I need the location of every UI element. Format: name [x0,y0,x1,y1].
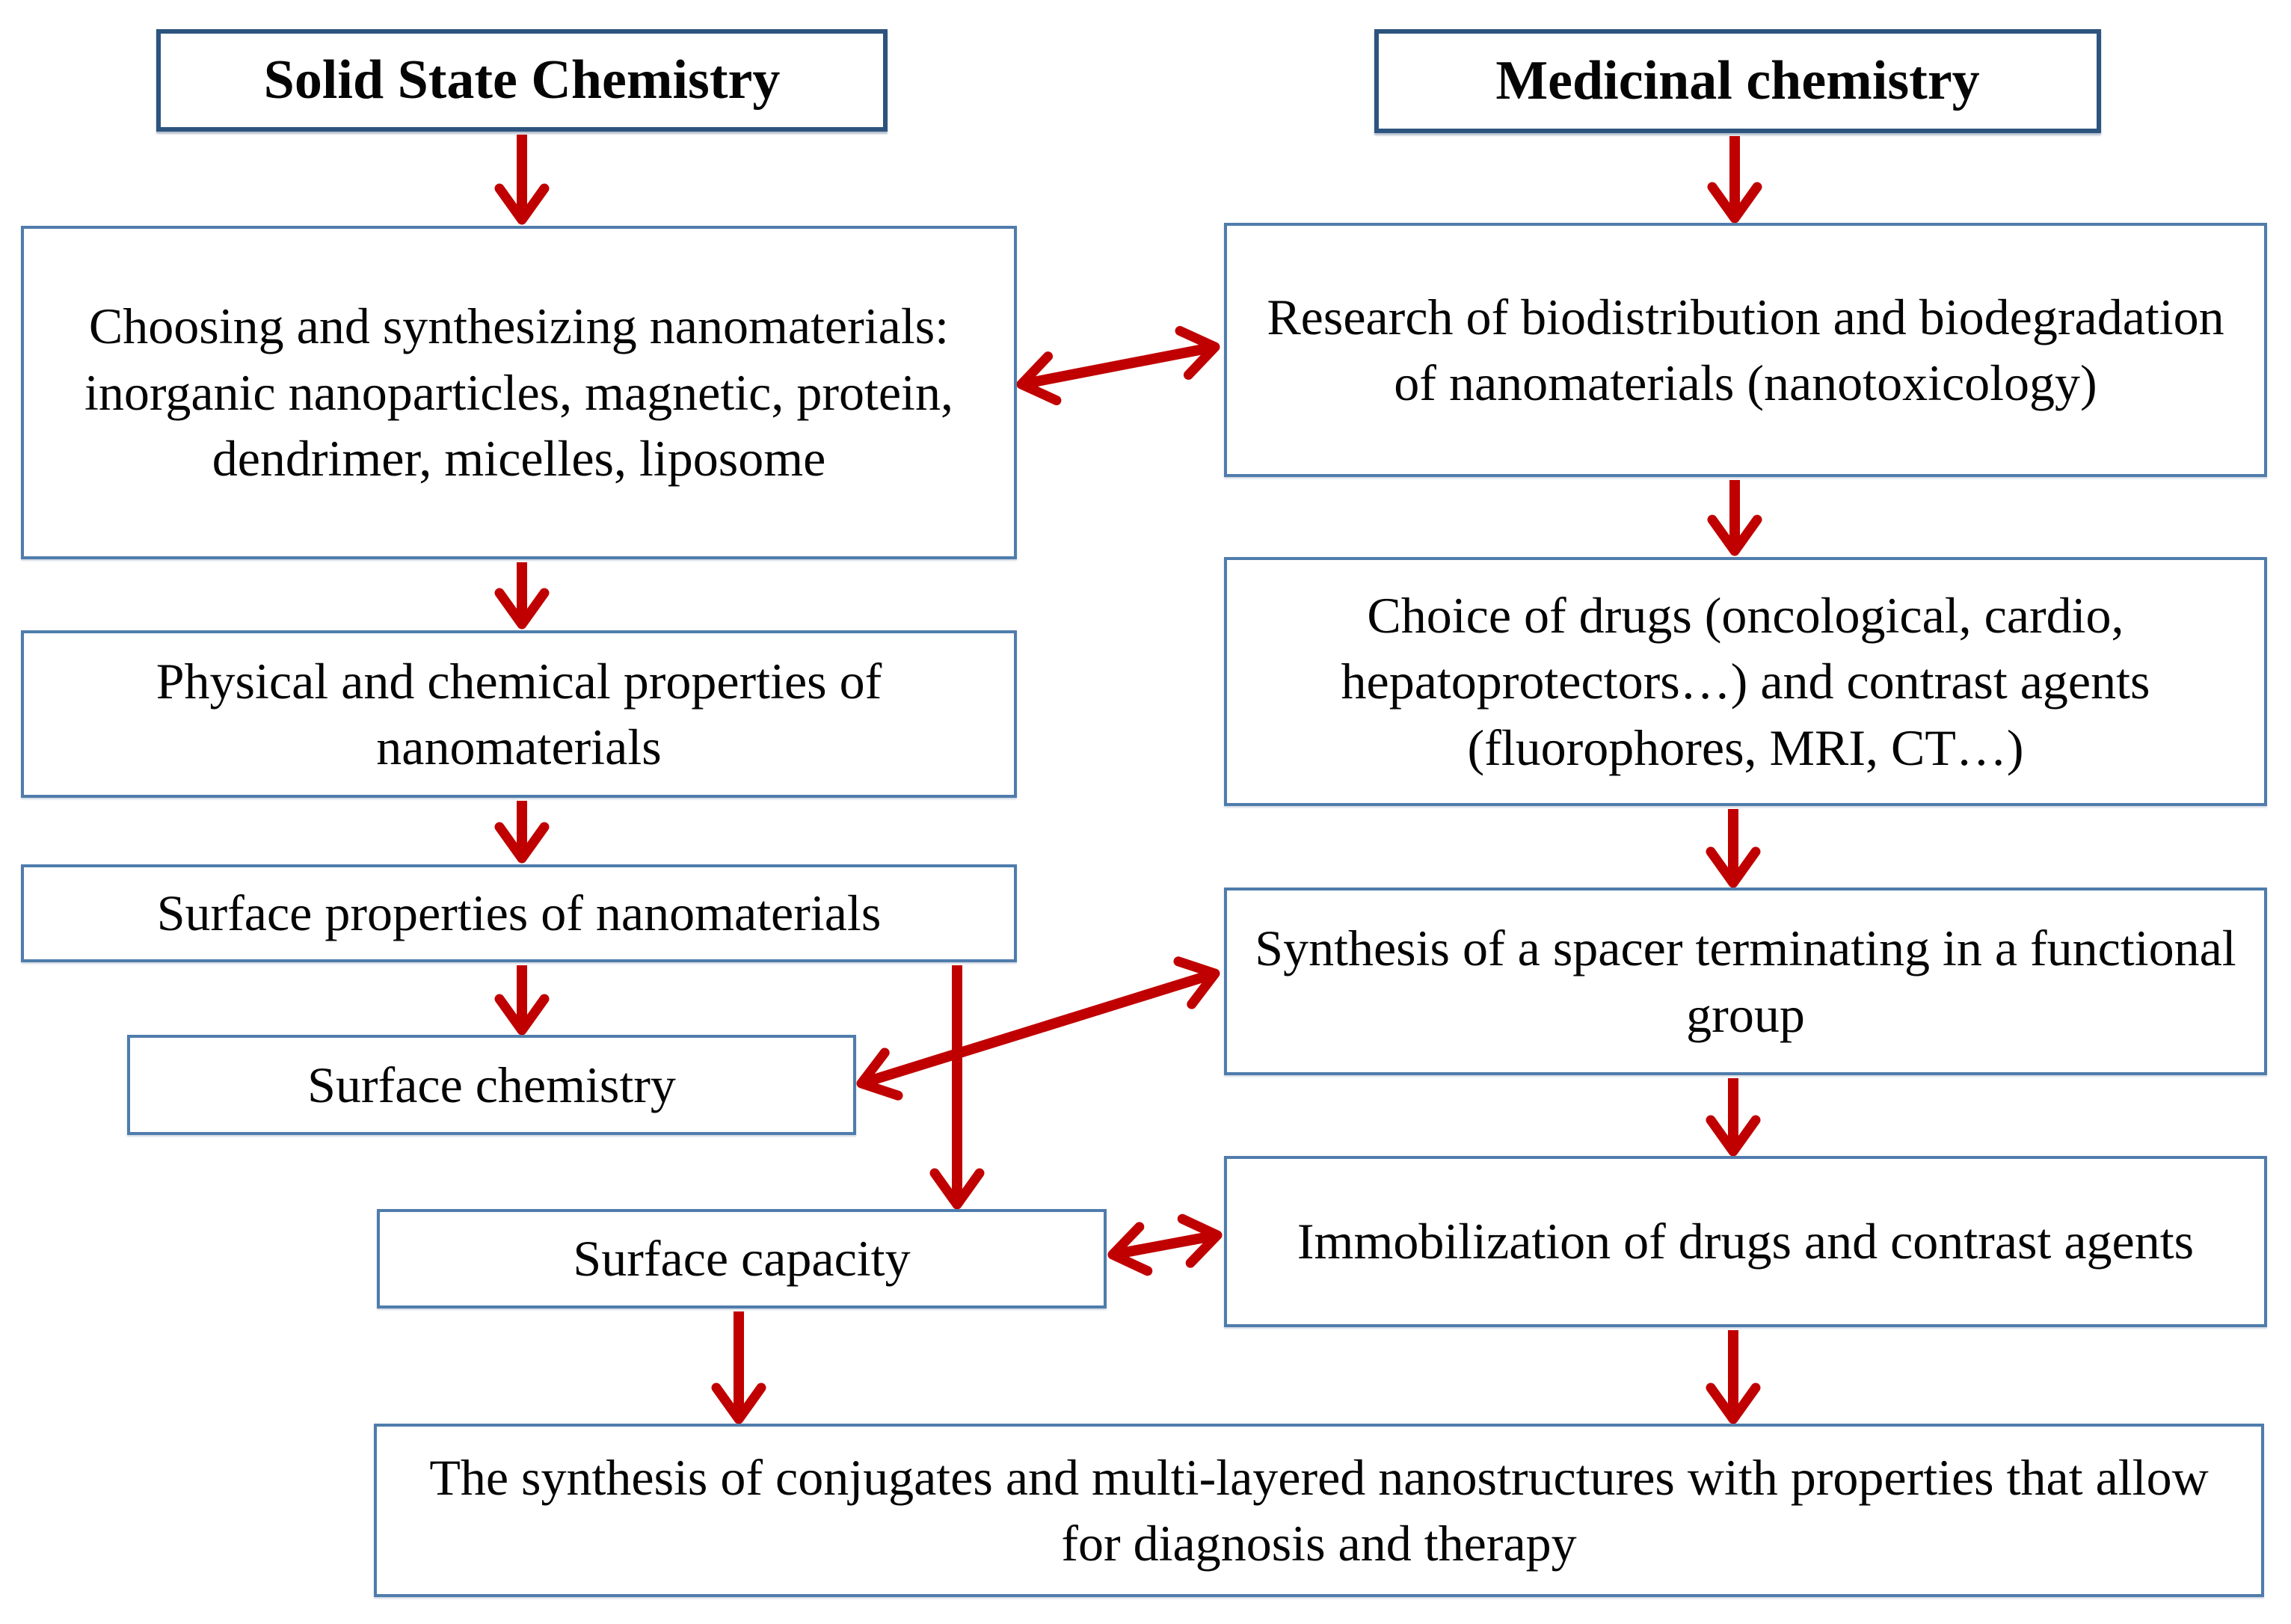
node-choosing-synthesizing: Choosing and synthesizing nanomaterials:… [21,226,1017,559]
node-label: Surface capacity [573,1230,911,1288]
node-label: Synthesis of a spacer terminating in a f… [1255,920,2236,1043]
node-synthesis-spacer: Synthesis of a spacer terminating in a f… [1224,888,2267,1075]
node-label: Immobilization of drugs and contrast age… [1297,1213,2195,1270]
node-research-biodistribution: Research of biodistribution and biodegra… [1224,223,2267,477]
node-label: Surface chemistry [307,1056,676,1113]
node-label: Medicinal chemistry [1495,50,1980,112]
node-solid-state-chemistry: Solid State Chemistry [156,29,888,132]
node-label: Physical and chemical properties of nano… [156,652,882,775]
node-label: Surface properties of nanomaterials [156,885,882,942]
arrow-capacity-immobilization-bidirectional [1107,1214,1223,1276]
node-medicinal-chemistry: Medicinal chemistry [1374,29,2101,133]
node-choice-of-drugs: Choice of drugs (oncological, cardio, he… [1224,557,2267,806]
node-label: Choice of drugs (oncological, cardio, he… [1341,586,2150,776]
arrow-surface-chemistry-spacer-bidirectional [856,956,1220,1101]
node-label: The synthesis of conjugates and multi-la… [429,1448,2209,1572]
node-surface-properties: Surface properties of nanomaterials [21,864,1017,962]
node-surface-chemistry: Surface chemistry [127,1035,856,1135]
node-label: Research of biodistribution and biodegra… [1267,288,2224,411]
node-final-synthesis: The synthesis of conjugates and multi-la… [374,1424,2264,1597]
node-immobilization: Immobilization of drugs and contrast age… [1224,1156,2267,1327]
node-label: Choosing and synthesizing nanomaterials:… [84,298,953,487]
node-label: Solid State Chemistry [263,49,781,111]
node-surface-capacity: Surface capacity [377,1209,1107,1308]
arrow-choosing-research-bidirectional [1016,326,1220,405]
node-physical-chemical-properties: Physical and chemical properties of nano… [21,630,1017,798]
